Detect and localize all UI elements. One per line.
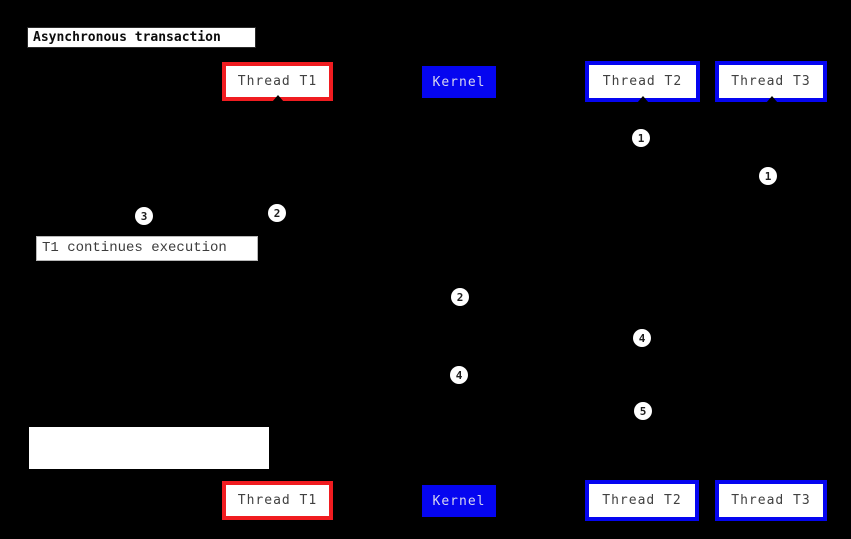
actor-kernel-bottom: Kernel — [422, 485, 496, 517]
step-marker-1: 1 — [632, 129, 650, 147]
actor-label: Kernel — [432, 493, 486, 509]
actor-label: Thread T3 — [731, 493, 811, 508]
step-marker-4: 4 — [450, 366, 468, 384]
note-empty-box — [29, 427, 269, 469]
actor-label: Thread T2 — [602, 493, 682, 508]
actor-label: Thread T2 — [602, 74, 683, 89]
step-marker-3: 3 — [135, 207, 153, 225]
lifeline-arrowhead-icon — [272, 95, 284, 102]
diagram-title: Asynchronous transaction — [27, 27, 256, 48]
actor-label: Thread T1 — [237, 493, 318, 508]
step-marker-4: 4 — [633, 329, 651, 347]
lifeline-arrowhead-icon — [766, 96, 778, 103]
actor-thread-t3-bottom: Thread T3 — [715, 480, 827, 521]
step-marker-1: 1 — [759, 167, 777, 185]
actor-thread-t3-top: Thread T3 — [715, 61, 827, 102]
actor-kernel-top: Kernel — [422, 66, 496, 98]
actor-label: Kernel — [432, 74, 486, 90]
actor-label: Thread T1 — [237, 74, 318, 89]
actor-thread-t1-bottom: Thread T1 — [222, 481, 333, 520]
actor-thread-t2-bottom: Thread T2 — [585, 480, 699, 521]
lifeline-arrowhead-icon — [637, 96, 649, 103]
step-marker-5: 5 — [634, 402, 652, 420]
step-marker-2: 2 — [451, 288, 469, 306]
actor-label: Thread T3 — [731, 74, 811, 89]
note-t1-continues-execution: T1 continues execution — [36, 236, 258, 261]
step-marker-2: 2 — [268, 204, 286, 222]
